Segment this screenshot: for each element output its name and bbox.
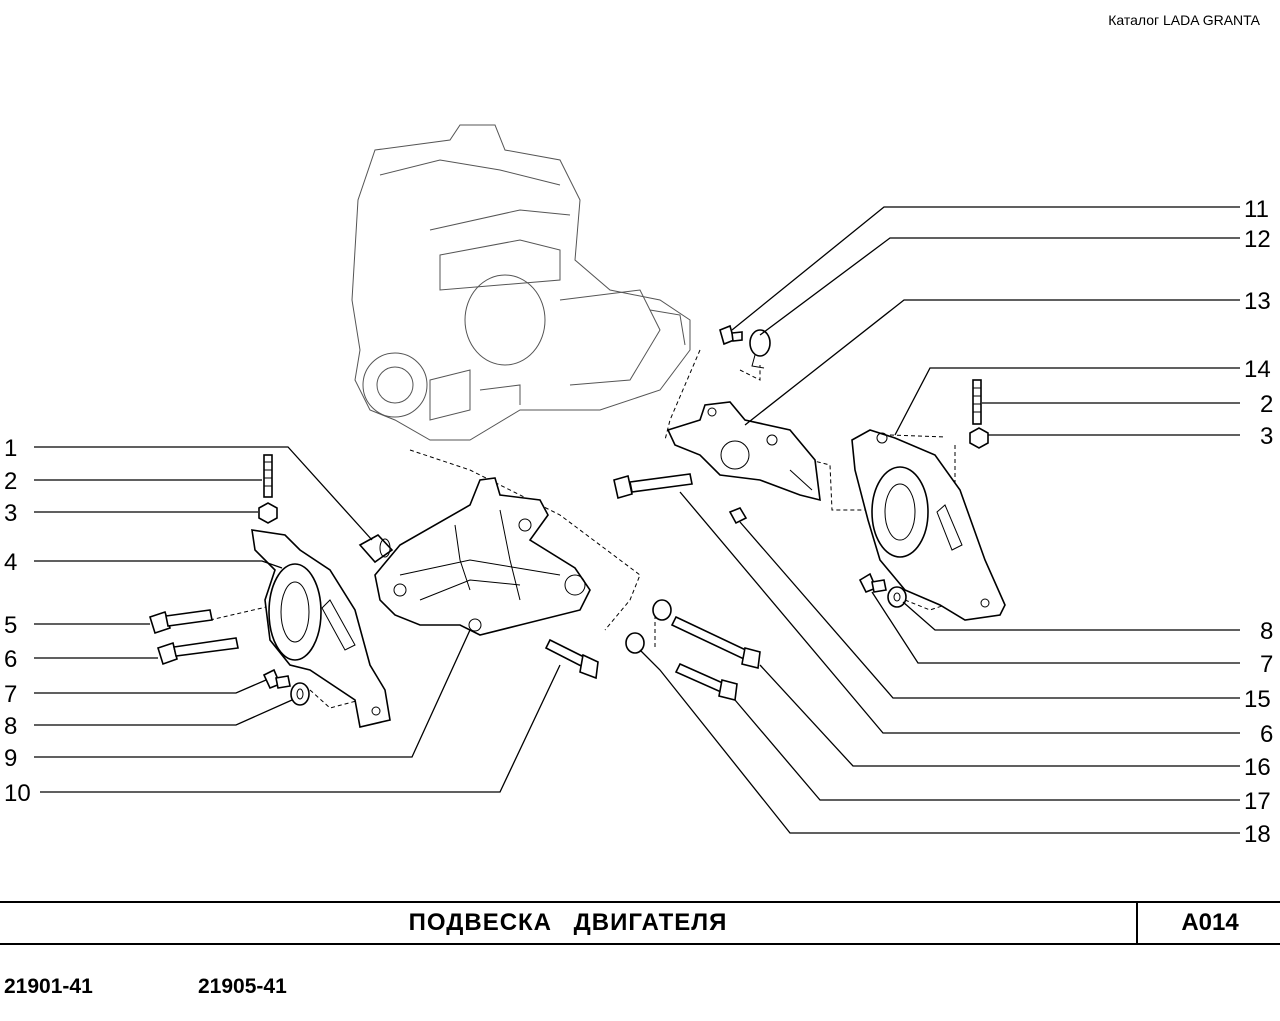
gearbox-bolt — [613, 473, 748, 525]
callout-10: 10 — [4, 780, 31, 807]
engine-outline — [351, 124, 691, 441]
callout-16: 16 — [1244, 754, 1271, 781]
top-bolt-and-bracket — [719, 324, 771, 369]
footer-top-rule — [0, 901, 1280, 903]
callout-15: 15 — [1244, 686, 1271, 713]
callout-8-right: 8 — [1260, 618, 1273, 645]
center-bolt — [544, 638, 599, 680]
callout-7-right: 7 — [1260, 651, 1273, 678]
callout-3-right: 3 — [1260, 423, 1273, 450]
right-stud-and-nut — [969, 379, 989, 449]
callout-6-right: 6 — [1260, 721, 1273, 748]
callout-3: 3 — [4, 500, 17, 527]
model-code-2: 21905-41 — [198, 975, 287, 998]
parts-diagram: 1 2 3 4 5 6 7 8 9 10 11 12 13 14 2 3 8 7… — [4, 124, 1273, 848]
footer-bottom-rule — [0, 943, 1280, 945]
center-bracket — [374, 477, 591, 636]
bush — [358, 533, 394, 564]
right-engine-mount — [851, 429, 1006, 621]
gearbox-bracket — [666, 401, 821, 502]
catalog-label: Каталог LADA GRANTA — [1108, 12, 1260, 28]
left-stud-and-nut — [258, 454, 278, 524]
callout-14: 14 — [1244, 356, 1271, 383]
long-bolts — [625, 599, 761, 701]
callout-7: 7 — [4, 681, 17, 708]
callout-13: 13 — [1244, 288, 1271, 315]
callout-numbers-right: 11 12 13 14 2 3 8 7 15 6 16 17 18 — [1244, 196, 1273, 848]
right-small-bolt — [858, 572, 907, 608]
model-code-1: 21901-41 — [4, 975, 93, 998]
callout-12: 12 — [1244, 226, 1271, 253]
callout-2-right: 2 — [1260, 391, 1273, 418]
callout-11: 11 — [1244, 196, 1269, 223]
page-title: ПОДВЕСКА ДВИГАТЕЛЯ — [408, 909, 728, 936]
callout-2: 2 — [4, 468, 17, 495]
callout-8: 8 — [4, 713, 17, 740]
callout-18: 18 — [1244, 821, 1271, 848]
callout-5: 5 — [4, 612, 17, 639]
callout-17: 17 — [1244, 788, 1271, 815]
callout-4: 4 — [4, 549, 17, 576]
left-bolts — [149, 609, 310, 706]
left-leader-lines — [34, 446, 561, 793]
page-code: A014 — [1136, 903, 1280, 943]
callout-6: 6 — [4, 646, 17, 673]
left-engine-mount — [251, 529, 391, 728]
callout-numbers-left: 1 2 3 4 5 6 7 8 9 10 — [4, 435, 31, 807]
callout-1: 1 — [4, 435, 17, 462]
right-leader-lines — [639, 206, 1240, 834]
callout-9: 9 — [4, 745, 17, 772]
